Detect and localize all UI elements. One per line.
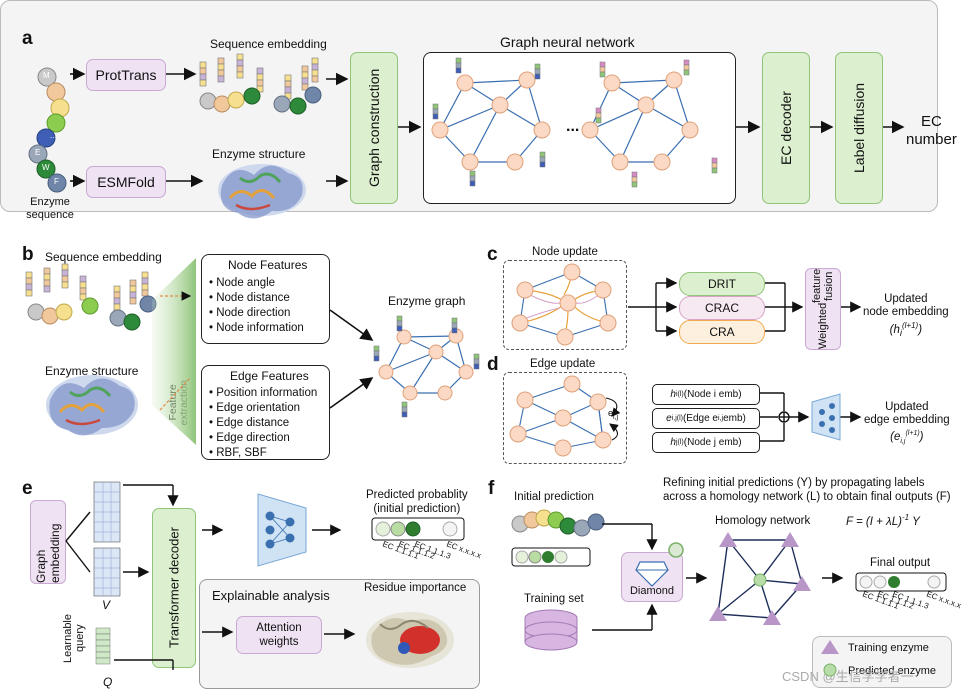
f-final-ellipsis: ... (912, 574, 920, 584)
edge-features-title: Edge Features (230, 369, 309, 383)
node-features-title: Node Features (228, 258, 308, 272)
b-sequence-embedding-label: Sequence embedding (45, 250, 162, 264)
legend-predicted-enzyme: Predicted enzyme (848, 665, 937, 677)
e-prob-ellipsis: ... (426, 518, 434, 528)
b-enzyme-structure-label: Enzyme structure (45, 364, 139, 378)
graph-construction-box: Graph construction (350, 52, 398, 204)
gnn-title: Graph neural network (500, 34, 635, 50)
training-set-label: Training set (524, 593, 584, 605)
panel-d-letter: d (487, 354, 499, 375)
q-label: Q (103, 675, 113, 689)
residue-importance-label: Residue importance (364, 582, 467, 594)
ec-decoder-box: EC decoder (762, 52, 810, 204)
f-ec-label-3: EC 1.1.1.3 (891, 589, 930, 611)
refining-description: Refining initial predictions (Y) by prop… (663, 477, 951, 503)
edge-features-box (201, 365, 330, 460)
esmfold-box: ESMFold (86, 166, 166, 198)
k-label: K (102, 550, 111, 564)
explainable-analysis-title: Explainable analysis (212, 588, 330, 603)
panel-c-letter: c (487, 244, 498, 265)
f-ec-label-4: EC x.x.x.x (925, 589, 962, 610)
formula: F = (I + λL)-1 Y (846, 513, 920, 528)
node-features-box (201, 254, 330, 344)
gnn-ellipsis: ... (566, 118, 580, 135)
graph-embedding-box: Graph embedding (30, 500, 66, 584)
f-initial-ellipsis: ... (574, 554, 581, 563)
edge-ij-label: ei,j (608, 408, 619, 421)
label-diffusion-box: Label diffusion (835, 52, 883, 204)
panel-e-letter: e (22, 478, 33, 499)
sequence-embedding-label: Sequence embedding (210, 37, 327, 51)
crac-module: CRAC (679, 296, 765, 320)
seq-bead-m: M (43, 71, 50, 80)
seq-bead-ellipsis: ... (50, 131, 57, 140)
edge-features-list: • Position information • Edge orientatio… (209, 387, 318, 459)
node-update-box (503, 260, 627, 350)
e-ec-label-4: EC x.x.x.x (445, 539, 482, 560)
enzyme-graph-label: Enzyme graph (388, 294, 466, 308)
transformer-decoder-box: Transformer decoder (152, 508, 196, 668)
panel-b-letter: b (22, 244, 34, 265)
f-ec-label-1: EC 1.1.1.1 (861, 589, 900, 611)
node-features-list: • Node angle • Node distance • Node dire… (209, 277, 304, 334)
gnn-box (423, 52, 736, 204)
v-label: V (102, 598, 111, 612)
seq-bead-w: W (42, 163, 50, 172)
watermark: CSDN @生信学学者一 (782, 669, 914, 684)
homology-network-label: Homology network (715, 515, 811, 527)
enzyme-structure-label: Enzyme structure (212, 147, 306, 161)
predicted-probability-label: Predicted probablity(initial prediction) (366, 489, 468, 515)
final-output-label: Final output (870, 557, 931, 569)
seq-bead-e: E (35, 148, 41, 157)
edge-update-title: Edge update (530, 358, 596, 370)
e-ec-label-3: EC 1.1.1.3 (413, 539, 452, 561)
drit-module: DRIT (679, 272, 765, 296)
prottrans-box: ProtTrans (86, 59, 166, 91)
node-update-title: Node update (532, 246, 598, 258)
legend-training-enzyme: Training enzyme (848, 642, 929, 654)
f-ec-label-2: EC 1.1.1.2 (876, 589, 915, 611)
e-ec-label-2: EC 1.1.1.2 (397, 539, 436, 561)
panel-a-letter: a (22, 28, 33, 49)
seq-bead-f: F (54, 177, 59, 186)
e-ec-label-1: EC 1.1.1.1 (381, 539, 420, 561)
diamond-box: Diamond (621, 552, 683, 602)
cra-module: CRA (679, 320, 765, 344)
panel-f-letter: f (488, 478, 495, 499)
initial-prediction-label: Initial prediction (514, 491, 594, 503)
